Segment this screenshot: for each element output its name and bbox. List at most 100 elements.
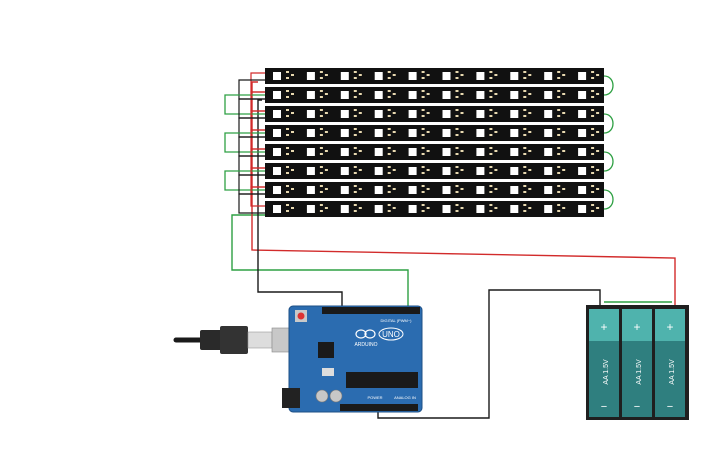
led-pixel[interactable] [273, 110, 281, 118]
led-pixel[interactable] [476, 186, 485, 194]
led-pixel[interactable] [273, 129, 281, 137]
led-strip[interactable] [265, 125, 604, 141]
led-pixel[interactable] [510, 129, 519, 137]
led-pixel[interactable] [442, 167, 451, 175]
battery-pack[interactable]: +−AA 1.5V+−AA 1.5V+−AA 1.5V [586, 301, 689, 420]
led-pixel[interactable] [476, 91, 485, 99]
digital-header[interactable] [322, 307, 420, 314]
led-pixel[interactable] [578, 91, 587, 99]
chain-wire-right[interactable] [603, 189, 614, 210]
led-pixel[interactable] [442, 91, 451, 99]
led-pixel[interactable] [306, 91, 315, 99]
led-pixel[interactable] [510, 205, 519, 213]
data-wire[interactable] [231, 214, 409, 307]
led-pixel[interactable] [408, 205, 417, 213]
led-pixel[interactable] [510, 91, 519, 99]
led-pixel[interactable] [544, 72, 553, 80]
led-pixel[interactable] [408, 167, 417, 175]
led-pixel[interactable] [374, 129, 383, 137]
led-pixel[interactable] [544, 167, 553, 175]
led-pixel[interactable] [306, 110, 315, 118]
led-pixel[interactable] [578, 72, 587, 80]
led-pixel[interactable] [374, 205, 383, 213]
led-pixel[interactable] [476, 129, 485, 137]
led-pixel[interactable] [306, 148, 315, 156]
chain-ground-wire[interactable] [238, 193, 265, 214]
led-pixel[interactable] [476, 167, 485, 175]
ground-wire-strips[interactable] [257, 99, 343, 307]
led-pixel[interactable] [578, 186, 587, 194]
led-pixel[interactable] [544, 205, 553, 213]
led-pixel[interactable] [476, 148, 485, 156]
led-pixel[interactable] [408, 110, 417, 118]
led-pixel[interactable] [544, 148, 553, 156]
led-strip[interactable] [265, 87, 604, 103]
led-pixel[interactable] [442, 205, 451, 213]
led-strip[interactable] [265, 144, 604, 160]
led-pixel[interactable] [442, 129, 451, 137]
led-pixel[interactable] [408, 129, 417, 137]
led-pixel[interactable] [510, 72, 519, 80]
led-pixel[interactable] [408, 91, 417, 99]
led-pixel[interactable] [273, 205, 281, 213]
led-pixel[interactable] [374, 72, 383, 80]
led-pixel[interactable] [544, 110, 553, 118]
arduino-uno[interactable]: ARDUINO UNO DIGITAL (PWM~) POWER ANALOG … [282, 305, 423, 413]
led-pixel[interactable] [476, 110, 485, 118]
chain-wire-left[interactable] [224, 170, 265, 191]
led-pixel[interactable] [442, 110, 451, 118]
led-pixel[interactable] [408, 148, 417, 156]
led-pixel[interactable] [340, 110, 349, 118]
ground-wire-battery[interactable] [377, 289, 601, 419]
reset-button-cap[interactable] [297, 312, 305, 320]
led-pixel[interactable] [374, 91, 383, 99]
led-pixel[interactable] [306, 167, 315, 175]
led-pixel[interactable] [340, 72, 349, 80]
led-pixel[interactable] [408, 72, 417, 80]
usb-cable[interactable] [173, 326, 303, 354]
led-pixel[interactable] [510, 148, 519, 156]
chain-wire-left[interactable] [224, 132, 265, 153]
led-pixel[interactable] [340, 205, 349, 213]
led-pixel[interactable] [442, 72, 451, 80]
led-pixel[interactable] [578, 129, 587, 137]
led-pixel[interactable] [510, 110, 519, 118]
led-pixel[interactable] [340, 91, 349, 99]
led-strip[interactable] [265, 182, 604, 198]
led-pixel[interactable] [544, 91, 553, 99]
led-pixel[interactable] [340, 186, 349, 194]
led-pixel[interactable] [340, 148, 349, 156]
led-pixel[interactable] [306, 205, 315, 213]
led-pixel[interactable] [273, 72, 281, 80]
led-pixel[interactable] [510, 186, 519, 194]
led-pixel[interactable] [374, 186, 383, 194]
led-pixel[interactable] [340, 129, 349, 137]
led-pixel[interactable] [476, 72, 485, 80]
led-pixel[interactable] [544, 129, 553, 137]
chain-power-wire[interactable] [250, 186, 265, 207]
led-pixel[interactable] [374, 110, 383, 118]
led-strip[interactable] [265, 201, 604, 217]
chain-wire-right[interactable] [603, 113, 614, 134]
led-pixel[interactable] [510, 167, 519, 175]
led-strip[interactable] [265, 163, 604, 179]
power-analog-header[interactable] [340, 404, 418, 411]
led-pixel[interactable] [306, 72, 315, 80]
power-wire[interactable] [251, 81, 676, 308]
led-pixel[interactable] [273, 186, 281, 194]
led-pixel[interactable] [273, 91, 281, 99]
chain-wire-left[interactable] [224, 94, 265, 115]
battery-cell[interactable]: +−AA 1.5V [589, 309, 619, 417]
led-pixel[interactable] [374, 148, 383, 156]
led-pixel[interactable] [578, 110, 587, 118]
led-pixel[interactable] [578, 148, 587, 156]
led-pixel[interactable] [306, 186, 315, 194]
battery-cell[interactable]: +−AA 1.5V [622, 309, 652, 417]
led-pixel[interactable] [273, 167, 281, 175]
led-matrix[interactable] [265, 68, 604, 217]
led-pixel[interactable] [408, 186, 417, 194]
led-pixel[interactable] [340, 167, 349, 175]
led-pixel[interactable] [273, 148, 281, 156]
chain-wire-right[interactable] [603, 151, 614, 172]
